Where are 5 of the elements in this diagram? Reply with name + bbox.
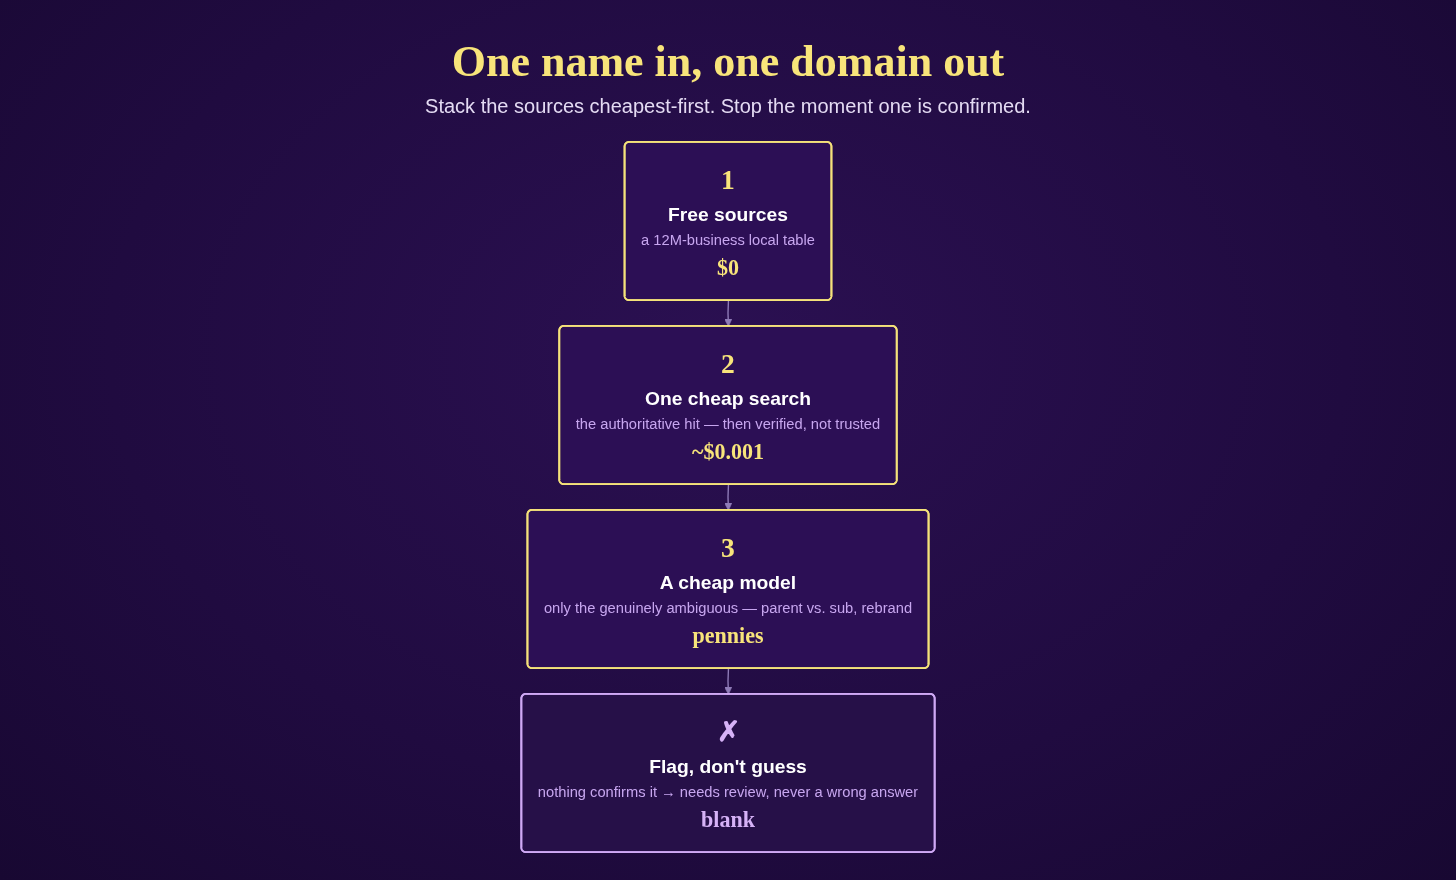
subtitle: Stack the sources cheapest-first. Stop the moment one is confirmed. [425, 95, 1031, 118]
arrow [724, 483, 733, 511]
arrow [724, 667, 733, 695]
arrow [724, 299, 733, 327]
title: One name in, one domain out [451, 36, 1005, 87]
